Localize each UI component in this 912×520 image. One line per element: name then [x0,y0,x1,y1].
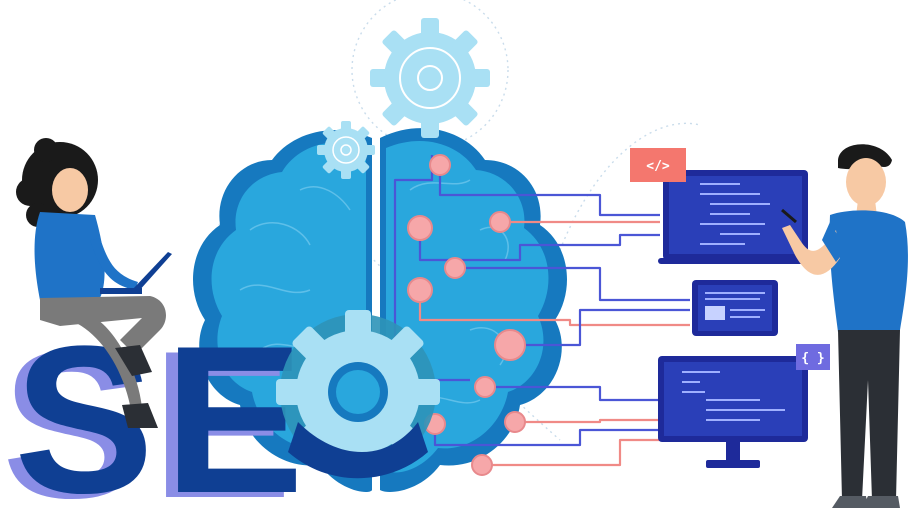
brain-folds [239,179,509,404]
man-shoe-2 [862,496,900,508]
man-hair [838,144,892,170]
woman-legs [40,296,166,355]
tablet-device [692,280,778,336]
woman-laptop [100,252,172,294]
man-marker [781,208,797,224]
seo-letter-e-shadow: E [152,307,292,520]
gear-large-top [370,18,490,138]
seo-letter-s-shadow: S [2,307,142,520]
man-shoe-1 [832,496,868,508]
braces-badge: { } [796,344,830,370]
man-sleeve [822,222,846,262]
woman-shoe-1 [115,345,152,376]
man-face [846,158,886,206]
man-pants [838,330,900,500]
seo-letters: S S E E [2,302,304,520]
laptop-device [658,170,813,264]
woman-face [52,168,88,212]
woman-with-laptop [16,138,172,428]
code-tag-badge: </> [630,148,686,182]
woman-shoe-2 [122,403,158,428]
code-tag-label: </> [646,159,670,174]
man-shirt [829,210,908,332]
braces-badge-label: { } [801,351,824,366]
laptop-base [658,258,813,264]
gear-small-top [317,121,375,179]
desktop-monitor [658,356,808,468]
laptop-code-lines [700,183,770,245]
woman-shirt [34,212,105,300]
man-arm [782,225,840,275]
gear-large-o [276,310,440,479]
seo-letter-e: E [164,302,304,520]
man-presenter [781,144,908,508]
circuit-wires [393,155,690,467]
woman-arm [90,238,138,290]
